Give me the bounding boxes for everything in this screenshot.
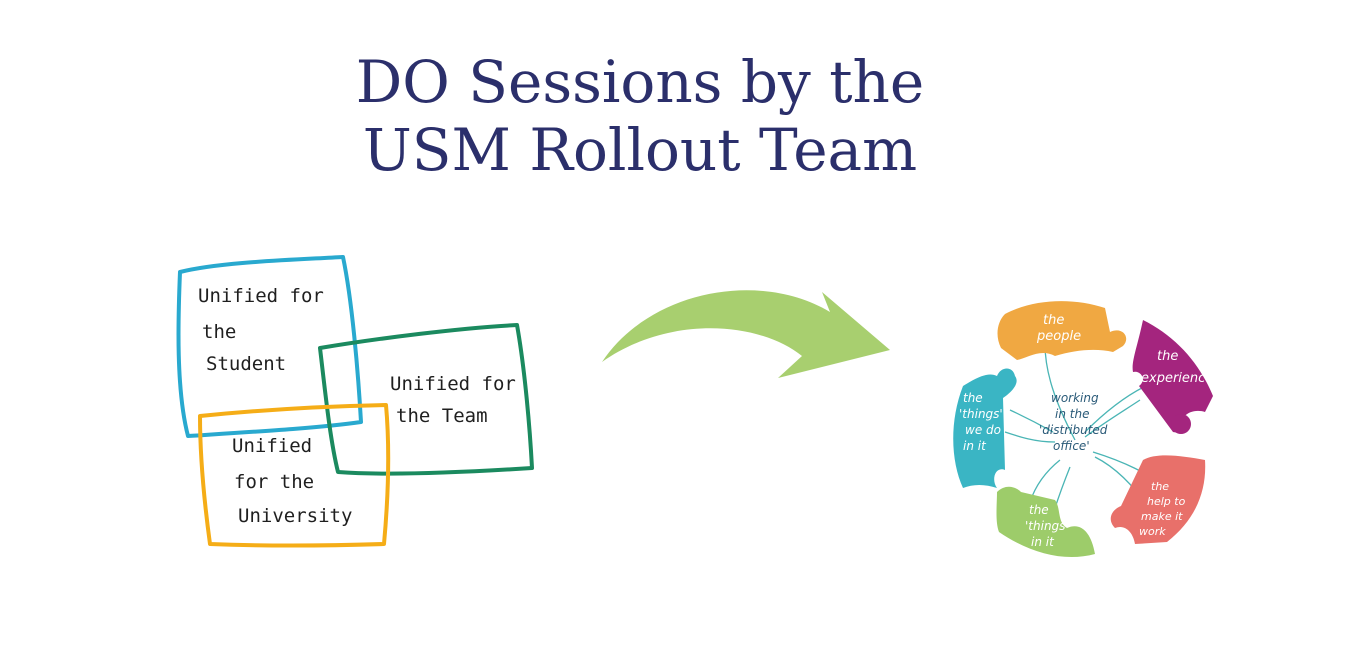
- university-box: Unified for the University: [198, 403, 391, 548]
- curved-arrow-icon: [602, 290, 890, 378]
- team-label: Unified for the Team: [390, 373, 527, 427]
- university-label: Unified for the University: [232, 435, 352, 527]
- things-in-it-label: the 'things' in it: [1025, 503, 1073, 549]
- team-box: Unified for the Team: [318, 323, 534, 476]
- unified-venn-diagram: Unified for the Student Unified for the …: [176, 255, 534, 548]
- title-line-2: USM Rollout Team: [362, 116, 918, 184]
- puzzle-people: the people: [997, 301, 1127, 360]
- experiences-label: the experiences: [1141, 349, 1220, 386]
- people-label: the people: [1036, 313, 1081, 344]
- student-box: Unified for the Student: [176, 255, 363, 438]
- help-label: the help to make it work: [1139, 480, 1189, 538]
- page-title: DO Sessions by the USM Rollout Team: [290, 48, 990, 184]
- distributed-office-wheel: the people the experiences the 'things' …: [953, 301, 1220, 558]
- things-we-do-label: the 'things' we do in it: [959, 391, 1007, 453]
- title-line-1: DO Sessions by the: [355, 48, 925, 116]
- puzzle-things-in-it: the 'things' in it: [996, 486, 1095, 558]
- student-label: Unified for the Student: [198, 285, 335, 375]
- wheel-center-label: working in the 'distributed office': [1039, 391, 1111, 453]
- puzzle-help: the help to make it work: [1110, 455, 1206, 544]
- puzzle-experiences: the experiences: [1132, 320, 1220, 434]
- puzzle-things-we-do: the 'things' we do in it: [953, 368, 1017, 488]
